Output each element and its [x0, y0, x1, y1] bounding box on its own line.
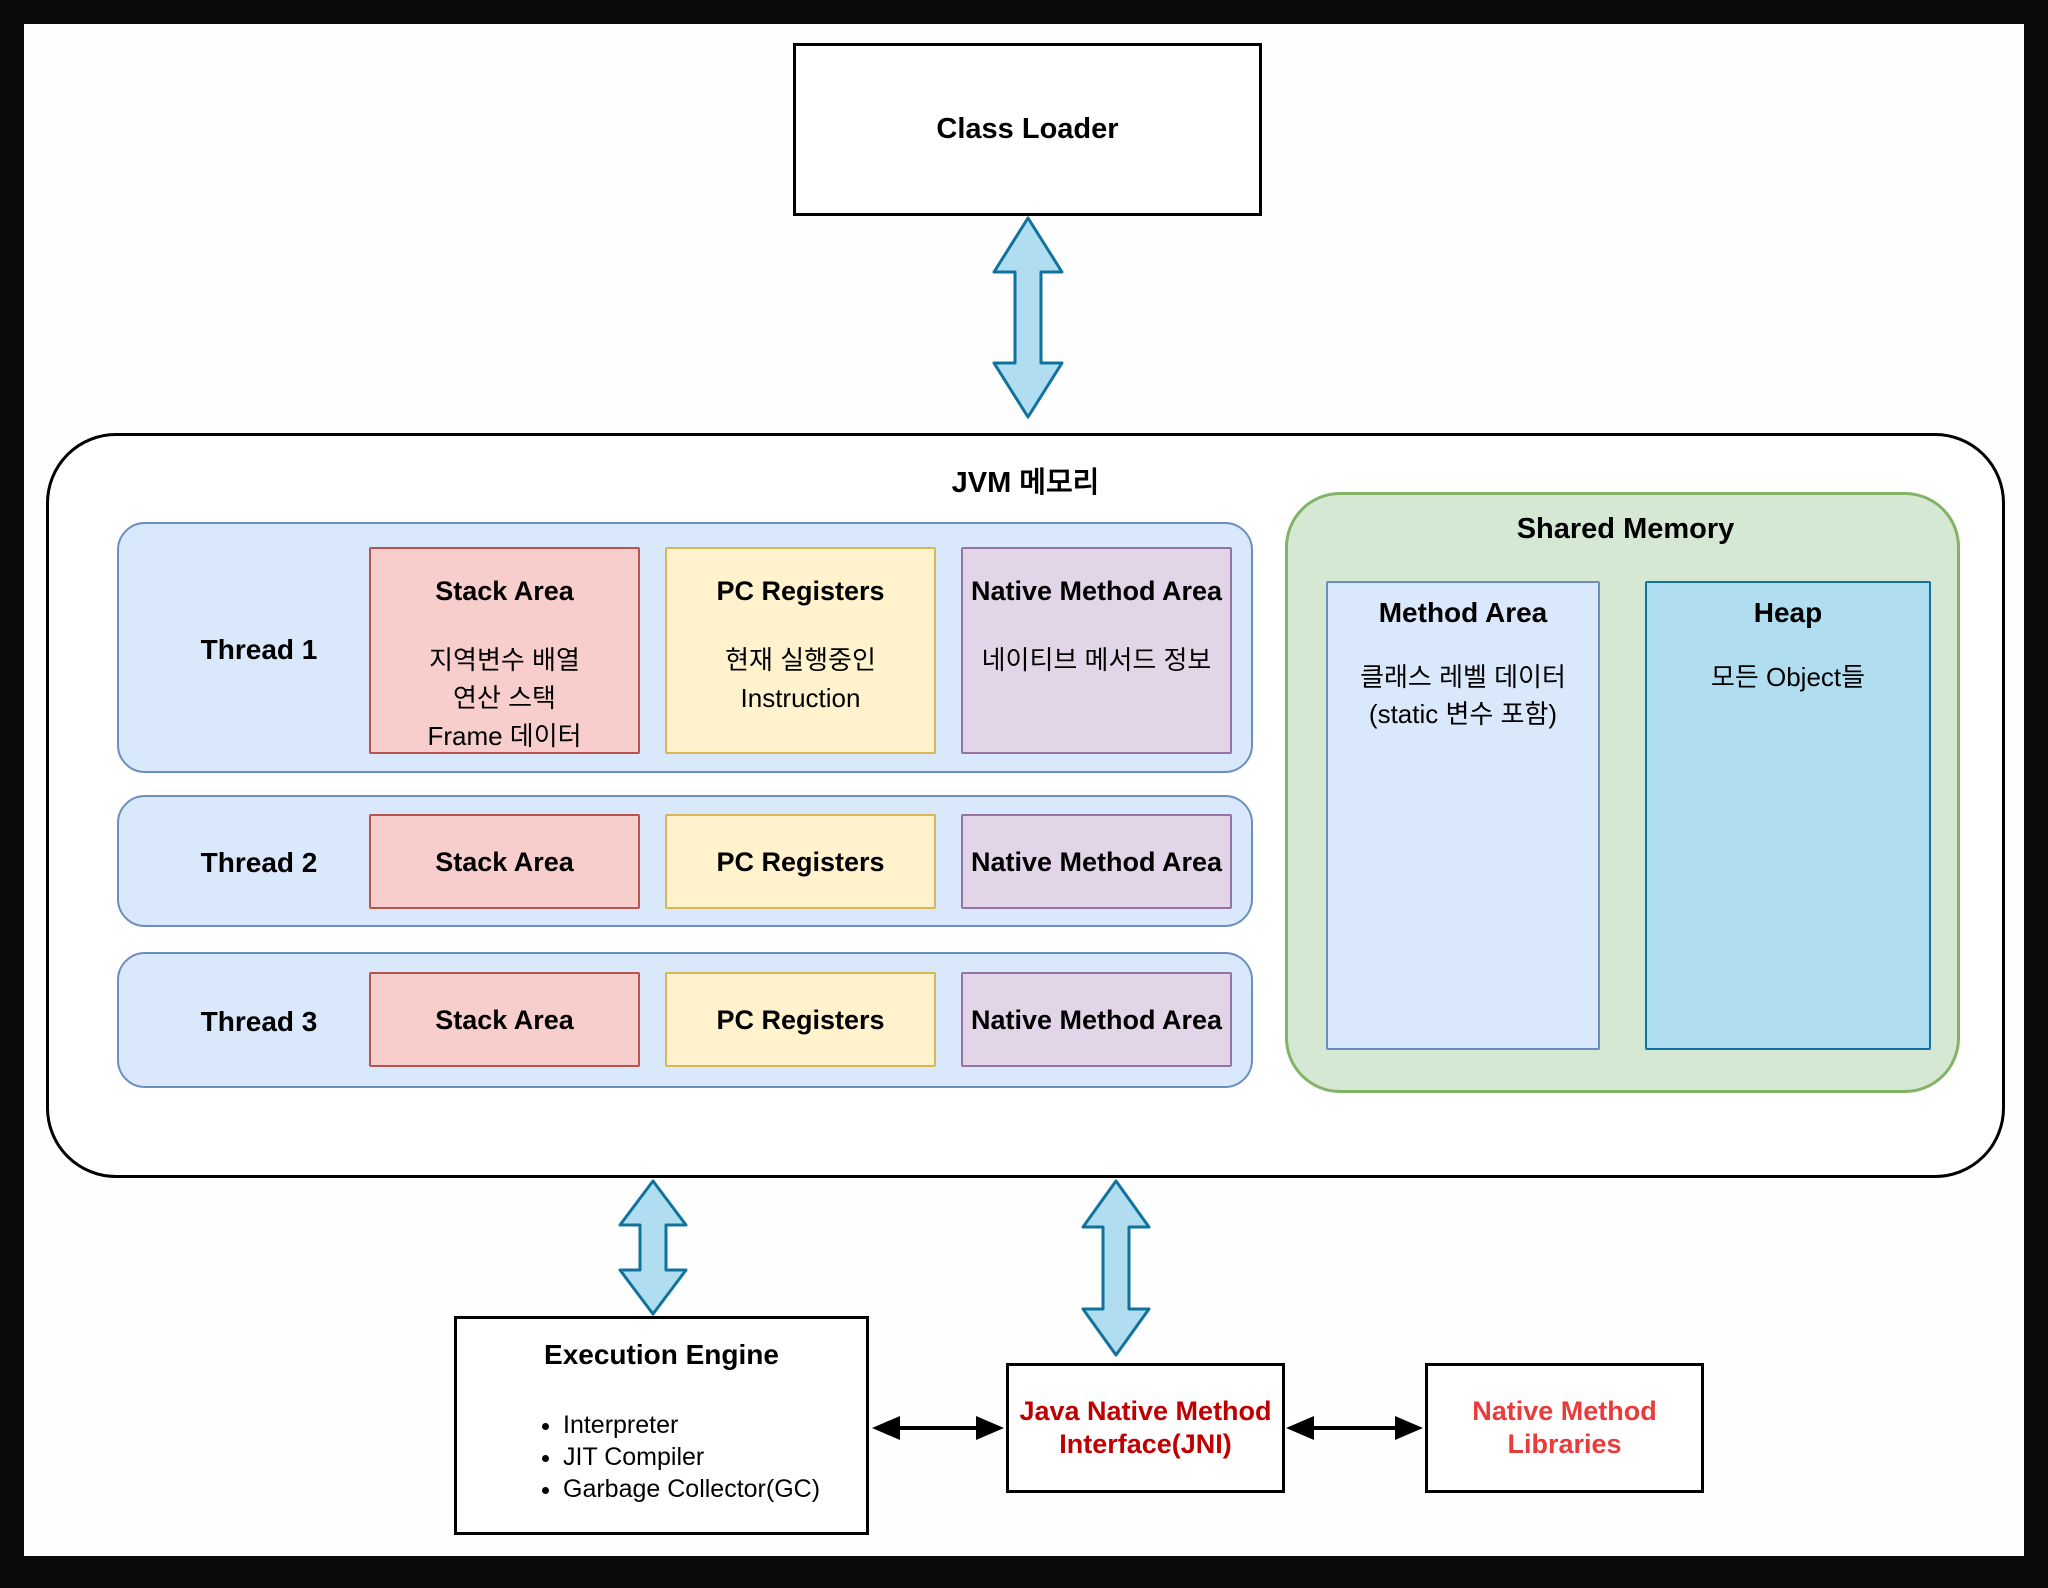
shared-memory-title: Shared Memory [1516, 513, 1735, 545]
jvm-memory-title: JVM 메모리 [951, 467, 1100, 499]
thread3-row: Thread 3 Stack Area PC Registers Native … [117, 952, 1253, 1088]
stack-area-title: Stack Area [435, 846, 574, 877]
native-method-libraries-line1: Native Method [1472, 1396, 1657, 1426]
thread1-pc-registers-box: PC Registers 현재 실행중인 Instruction [665, 547, 936, 754]
stack-area-title: Stack Area [435, 1004, 574, 1035]
execution-engine-title: Execution Engine [544, 1339, 779, 1370]
pc-registers-title: PC Registers [716, 1004, 885, 1035]
pc-registers-title: PC Registers [716, 846, 885, 877]
thread1-label: Thread 1 [200, 633, 318, 665]
execution-engine-bullet: JIT Compiler [563, 1441, 866, 1473]
heap-line: 모든 Object들 [1710, 662, 1866, 692]
native-method-area-title: Native Method Area [970, 1004, 1223, 1035]
thread3-native-method-area-box: Native Method Area [961, 972, 1232, 1067]
stack-area-line: 지역변수 배열 [429, 645, 580, 675]
jni-title-line1: Java Native Method [1019, 1396, 1272, 1426]
jni-box: Java Native Method Interface(JNI) [1006, 1363, 1285, 1493]
thread3-label: Thread 3 [200, 1006, 318, 1037]
pc-registers-line: Instruction [740, 683, 861, 713]
pc-registers-line: 현재 실행중인 [725, 645, 876, 675]
execution-engine-bullet: Interpreter [563, 1409, 866, 1441]
thread3-stack-area-box: Stack Area [369, 972, 640, 1067]
thread3-pc-registers-box: PC Registers [665, 972, 936, 1067]
class-loader-title: Class Loader [936, 113, 1119, 145]
execution-engine-bullet: Garbage Collector(GC) [563, 1473, 866, 1505]
native-method-area-title: Native Method Area [970, 846, 1223, 877]
heap-title: Heap [1753, 597, 1823, 628]
stack-area-line: 연산 스택 [453, 683, 556, 713]
thread2-stack-area-box: Stack Area [369, 814, 640, 909]
stack-area-title: Stack Area [435, 576, 574, 606]
thread1-native-method-area-box: Native Method Area 네이티브 메서드 정보 [961, 547, 1232, 754]
native-method-area-title: Native Method Area [970, 576, 1223, 606]
execution-engine-box: Execution Engine Interpreter JIT Compile… [454, 1316, 869, 1535]
jni-title-line2: Interface(JNI) [1059, 1429, 1232, 1459]
method-area-title: Method Area [1378, 597, 1548, 628]
native-method-area-line: 네이티브 메서드 정보 [981, 645, 1212, 675]
thread2-row: Thread 2 Stack Area PC Registers Native … [117, 795, 1253, 927]
method-area-line: (static 변수 포함) [1368, 699, 1558, 729]
heap-box: Heap 모든 Object들 [1645, 581, 1931, 1050]
pc-registers-title: PC Registers [716, 576, 885, 606]
thread1-row: Thread 1 Stack Area 지역변수 배열 연산 스택 Frame … [117, 522, 1253, 773]
thread2-native-method-area-box: Native Method Area [961, 814, 1232, 909]
native-method-libraries-line2: Libraries [1507, 1429, 1622, 1459]
thread1-stack-area-box: Stack Area 지역변수 배열 연산 스택 Frame 데이터 [369, 547, 640, 754]
native-method-libraries-box: Native Method Libraries [1425, 1363, 1704, 1493]
thread2-label: Thread 2 [200, 847, 318, 878]
method-area-box: Method Area 클래스 레벨 데이터 (static 변수 포함) [1326, 581, 1600, 1050]
stack-area-line: Frame 데이터 [427, 721, 582, 751]
thread2-pc-registers-box: PC Registers [665, 814, 936, 909]
class-loader-box: Class Loader [793, 43, 1262, 216]
method-area-line: 클래스 레벨 데이터 [1360, 662, 1566, 692]
shared-memory-container: Shared Memory Method Area 클래스 레벨 데이터 (st… [1285, 492, 1960, 1093]
